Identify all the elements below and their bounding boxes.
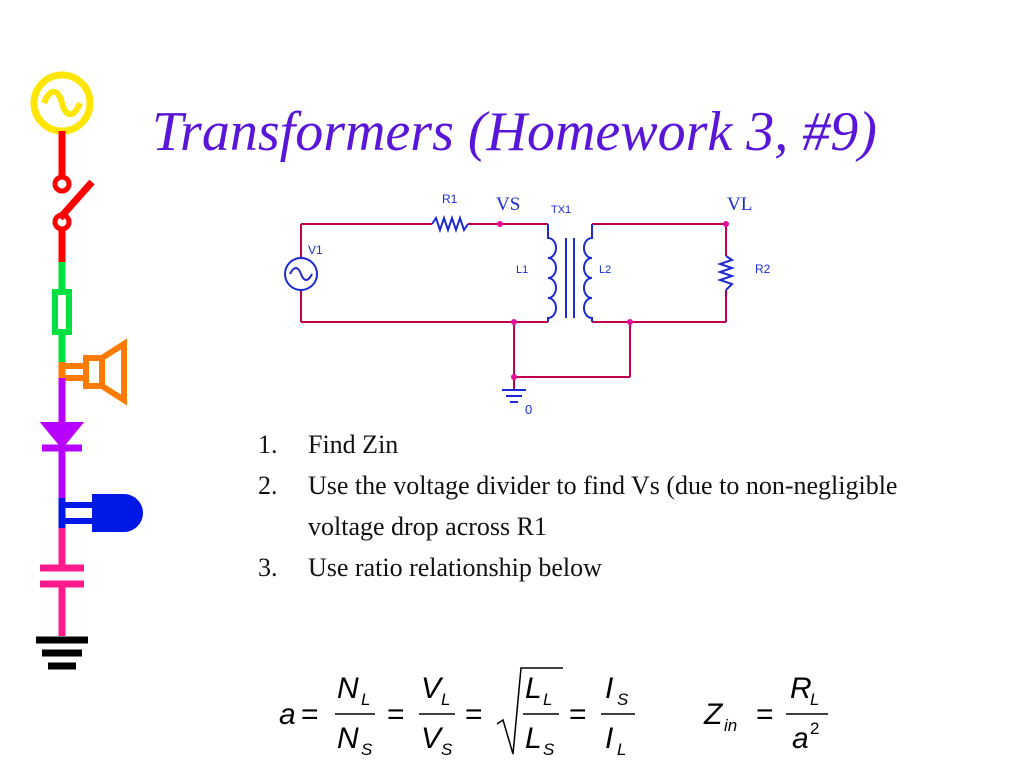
voltage-source-v1 [284, 257, 318, 291]
eq-sub-L: L [810, 690, 819, 709]
eq-sub-S: S [617, 690, 629, 709]
ground-symbol [502, 389, 526, 403]
label-l1: L1 [516, 264, 528, 276]
transformer-circuit-schematic: R1 VS TX1 VL V1 L1 L2 R2 0 [284, 192, 771, 417]
speaker-icon [58, 338, 127, 406]
switch-icon [52, 131, 95, 262]
label-vl: VL [727, 194, 752, 215]
label-r2: R2 [755, 262, 771, 276]
eq-equals: = [569, 698, 587, 731]
resistor-r2 [716, 255, 736, 291]
label-vs: VS [496, 194, 520, 215]
label-l2: L2 [599, 264, 611, 276]
resistor-r1 [431, 214, 469, 234]
page-title: Transformers (Homework 3, #9) [152, 101, 877, 163]
diode-icon [39, 378, 85, 498]
list-text: Find Zin [308, 430, 399, 459]
fuse-icon [52, 262, 72, 362]
eq-I-top: I [605, 672, 613, 705]
eq-a: a [279, 698, 296, 731]
list-number: 1. [258, 430, 278, 459]
label-ground: 0 [525, 402, 532, 417]
ground-icon [36, 636, 88, 670]
eq-sub-S: S [361, 740, 373, 759]
eq-equals: = [465, 698, 483, 731]
list-item: 2. Use the voltage divider to find Vs (d… [258, 465, 948, 547]
eq-sub-in: in [724, 716, 737, 735]
zin-equation: Z in = R L a 2 [703, 672, 828, 755]
circuit-nodes [497, 221, 729, 380]
circuit-wires [300, 223, 727, 390]
ratio-equation: a = N L N S = V L V S = L L L S = I S I … [279, 667, 635, 759]
transformer-tx1 [547, 224, 593, 322]
label-r1: R1 [442, 192, 458, 206]
eq-I-bottom: I [605, 722, 613, 755]
list-number: 2. [258, 471, 278, 500]
eq-sub-L: L [361, 690, 370, 709]
eq-sub-L: L [617, 740, 626, 759]
list-text: Use the voltage divider to find Vs (due … [308, 471, 898, 541]
eq-V-top: V [421, 672, 444, 705]
list-item: 3. Use ratio relationship below [258, 547, 948, 588]
ac-source-icon [30, 71, 94, 135]
eq-Z: Z [703, 698, 724, 731]
eq-equals: = [301, 698, 319, 731]
eq-sub-S: S [543, 740, 555, 759]
list-number: 3. [258, 553, 278, 582]
eq-sub-L: L [441, 690, 450, 709]
list-text: Use ratio relationship below [308, 553, 602, 582]
eq-R: R [790, 672, 812, 705]
eq-N-bottom: N [337, 722, 359, 755]
eq-equals: = [756, 698, 774, 731]
eq-a: a [792, 722, 809, 755]
decorative-circuit-strip [30, 71, 143, 670]
capacitor-icon [40, 528, 84, 636]
eq-sub-S: S [441, 740, 453, 759]
eq-Lsym-top: L [525, 672, 542, 705]
eq-Lsym-bottom: L [525, 722, 542, 755]
label-tx1: TX1 [551, 204, 571, 216]
eq-sup-2: 2 [810, 719, 819, 738]
lamp-icon [58, 494, 143, 532]
eq-sub-L: L [543, 690, 552, 709]
square-root-sign [496, 667, 563, 755]
eq-N-top: N [337, 672, 359, 705]
eq-V-bottom: V [421, 722, 444, 755]
eq-equals: = [387, 698, 405, 731]
steps-list: 1. Find Zin 2. Use the voltage divider t… [258, 424, 948, 588]
list-item: 1. Find Zin [258, 424, 948, 465]
label-v1: V1 [308, 243, 323, 257]
